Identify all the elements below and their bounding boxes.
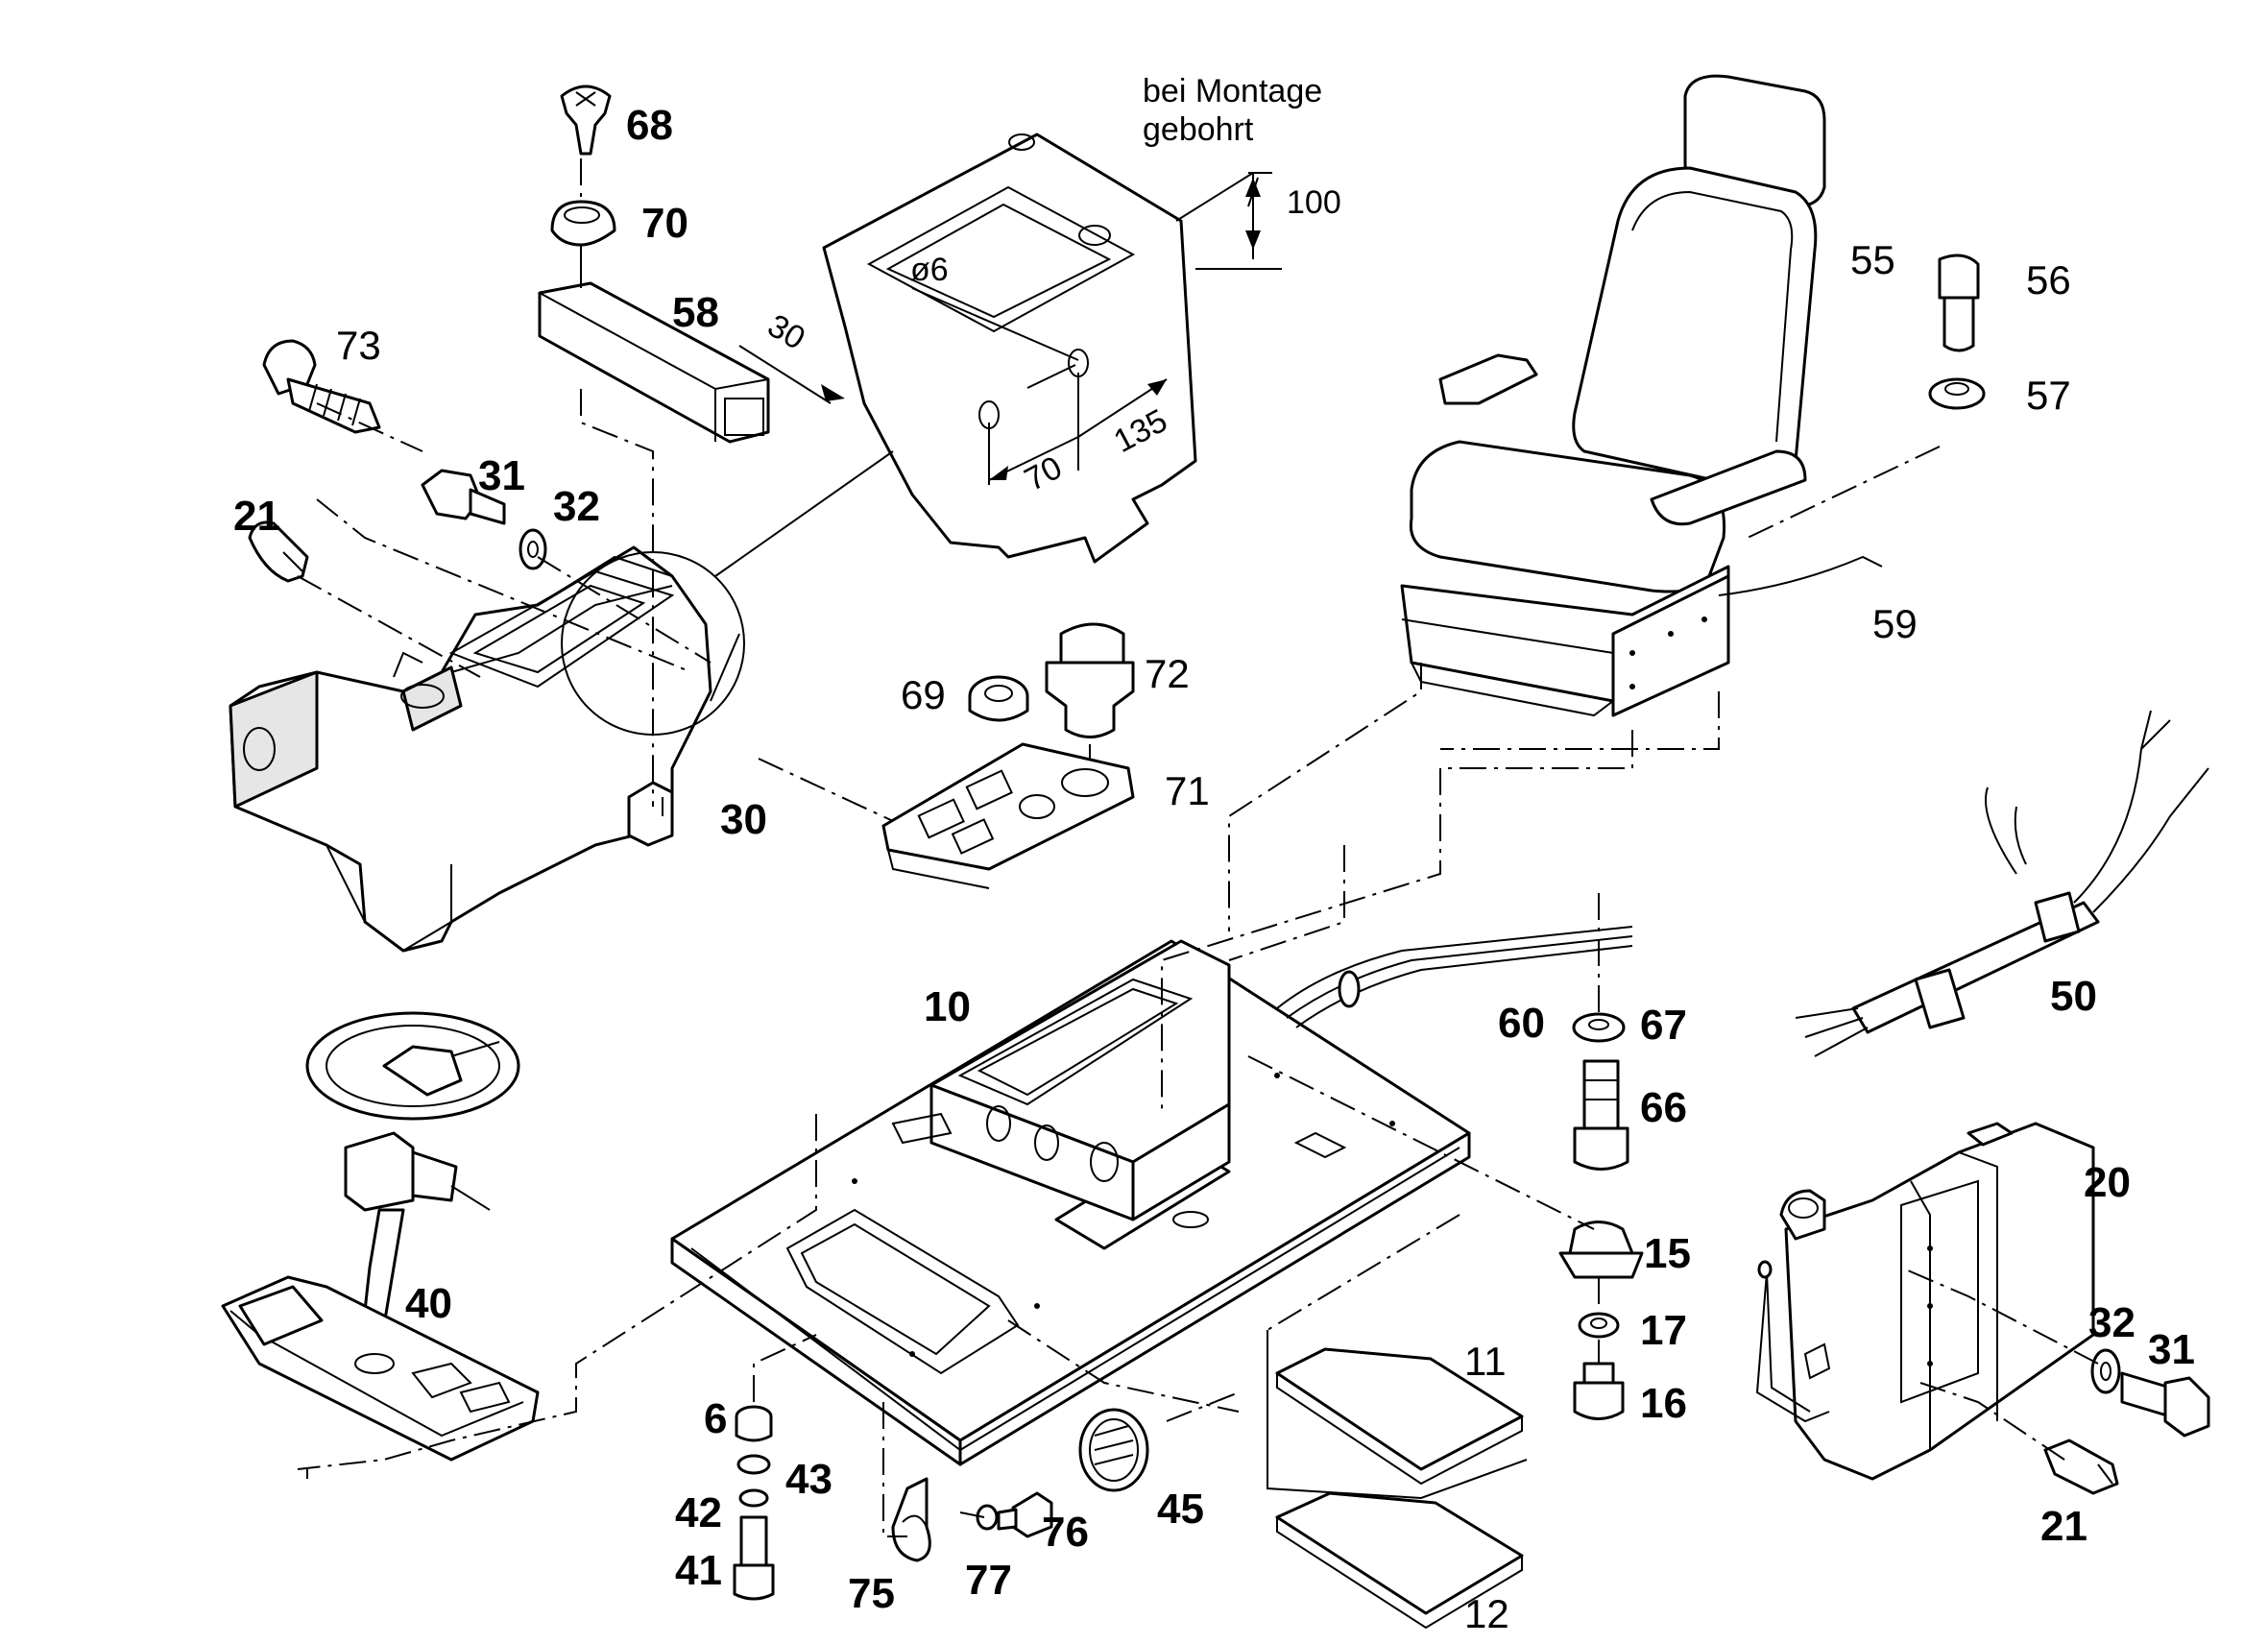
- label-part-21-left: 21: [233, 493, 280, 540]
- label-part-11: 11: [1464, 1339, 1507, 1384]
- label-part-75: 75: [848, 1570, 895, 1617]
- part-72-switch: [1045, 622, 1135, 778]
- part-43-washer: [736, 1454, 771, 1475]
- part-31b-bolt: [2120, 1371, 2210, 1438]
- part-50-cable-harness: [1795, 710, 2209, 1057]
- label-part-30: 30: [720, 796, 767, 843]
- label-part-66: 66: [1640, 1084, 1687, 1131]
- part-57-washer: [1928, 377, 1986, 410]
- label-part-56: 56: [2026, 257, 2071, 302]
- assembly-leader-lines: [297, 158, 2099, 1537]
- label-part-58: 58: [672, 289, 719, 336]
- part-66-bolt: [1573, 1059, 1629, 1171]
- label-part-32-right: 32: [2088, 1299, 2135, 1346]
- label-part-72: 72: [1145, 651, 1190, 696]
- part-15-mount: [1558, 1221, 1644, 1279]
- label-part-68: 68: [626, 102, 673, 149]
- label-part-60: 60: [1498, 1000, 1545, 1047]
- label-part-20: 20: [2084, 1159, 2131, 1206]
- label-part-40: 40: [405, 1280, 452, 1327]
- label-part-41: 41: [675, 1547, 722, 1594]
- part-67-washer: [1572, 1012, 1626, 1043]
- label-part-71: 71: [1165, 768, 1210, 813]
- part-10-base-plate: [670, 926, 1633, 1466]
- part-76-screw: [997, 1491, 1053, 1538]
- label-part-57: 57: [2026, 373, 2071, 418]
- part-12-pad: [1275, 1491, 1524, 1630]
- part-40-steering-column: [221, 1011, 540, 1462]
- dimension-diameter-6: ø6: [910, 252, 949, 288]
- gasket-plate: [448, 569, 675, 689]
- label-part-70: 70: [641, 200, 688, 247]
- label-part-77: 77: [965, 1557, 1012, 1604]
- label-part-21-right: 21: [2040, 1503, 2087, 1550]
- pad-bracket-line: [1267, 1330, 1528, 1500]
- part-17-washer: [1578, 1312, 1620, 1339]
- part-6-bushing: [735, 1405, 773, 1442]
- label-part-50: 50: [2050, 973, 2097, 1020]
- label-part-67: 67: [1640, 1002, 1687, 1049]
- label-part-12: 12: [1464, 1591, 1509, 1636]
- part-21-screw: [248, 520, 309, 583]
- part-58-tube: [538, 254, 770, 444]
- part-31-bolt: [421, 469, 506, 525]
- label-part-32-left: 32: [553, 483, 600, 530]
- part-56-bolt: [1938, 254, 1980, 352]
- part-21b-screw: [2043, 1438, 2119, 1495]
- part-77-washer: [976, 1504, 999, 1531]
- label-part-59: 59: [1872, 601, 1918, 646]
- part-75-bracket: [891, 1477, 931, 1562]
- label-part-76: 76: [1042, 1509, 1089, 1556]
- label-part-15: 15: [1644, 1230, 1691, 1277]
- part-11-pad: [1275, 1347, 1524, 1486]
- part-32-washer: [519, 528, 547, 570]
- label-part-16: 16: [1640, 1380, 1687, 1427]
- part-42-washer: [738, 1488, 769, 1508]
- part-55-seat: [1400, 74, 1883, 717]
- part-73-bolt: [262, 339, 381, 434]
- label-part-31-left: 31: [478, 452, 525, 499]
- label-part-43: 43: [785, 1456, 832, 1503]
- label-part-45: 45: [1157, 1486, 1204, 1533]
- label-part-55: 55: [1850, 237, 1895, 282]
- part-68-screw: [560, 85, 612, 156]
- label-part-73: 73: [336, 323, 381, 368]
- part-32b-washer: [2090, 1348, 2121, 1394]
- dimension-30: 30: [761, 307, 811, 357]
- label-part-69: 69: [901, 672, 946, 717]
- label-part-6: 6: [704, 1395, 727, 1442]
- part-69-grommet: [968, 675, 1029, 722]
- part-70-washer: [550, 200, 616, 247]
- drilling-detail-view: [738, 133, 1282, 564]
- mounting-note-line1: bei Montage: [1143, 73, 1322, 109]
- part-30-console: [229, 545, 712, 953]
- part-41-bolt: [733, 1515, 775, 1601]
- part-20-side-console: [1755, 1122, 2095, 1481]
- part-45-cap: [1078, 1408, 1149, 1492]
- part-16-nut: [1573, 1362, 1625, 1420]
- part-71-plate: [881, 742, 1135, 889]
- label-part-10: 10: [924, 983, 971, 1030]
- dimension-100: 100: [1287, 184, 1341, 221]
- label-part-17: 17: [1640, 1307, 1687, 1354]
- mounting-note-line2: gebohrt: [1143, 111, 1254, 148]
- label-part-42: 42: [675, 1489, 722, 1536]
- label-part-31-right: 31: [2148, 1326, 2195, 1373]
